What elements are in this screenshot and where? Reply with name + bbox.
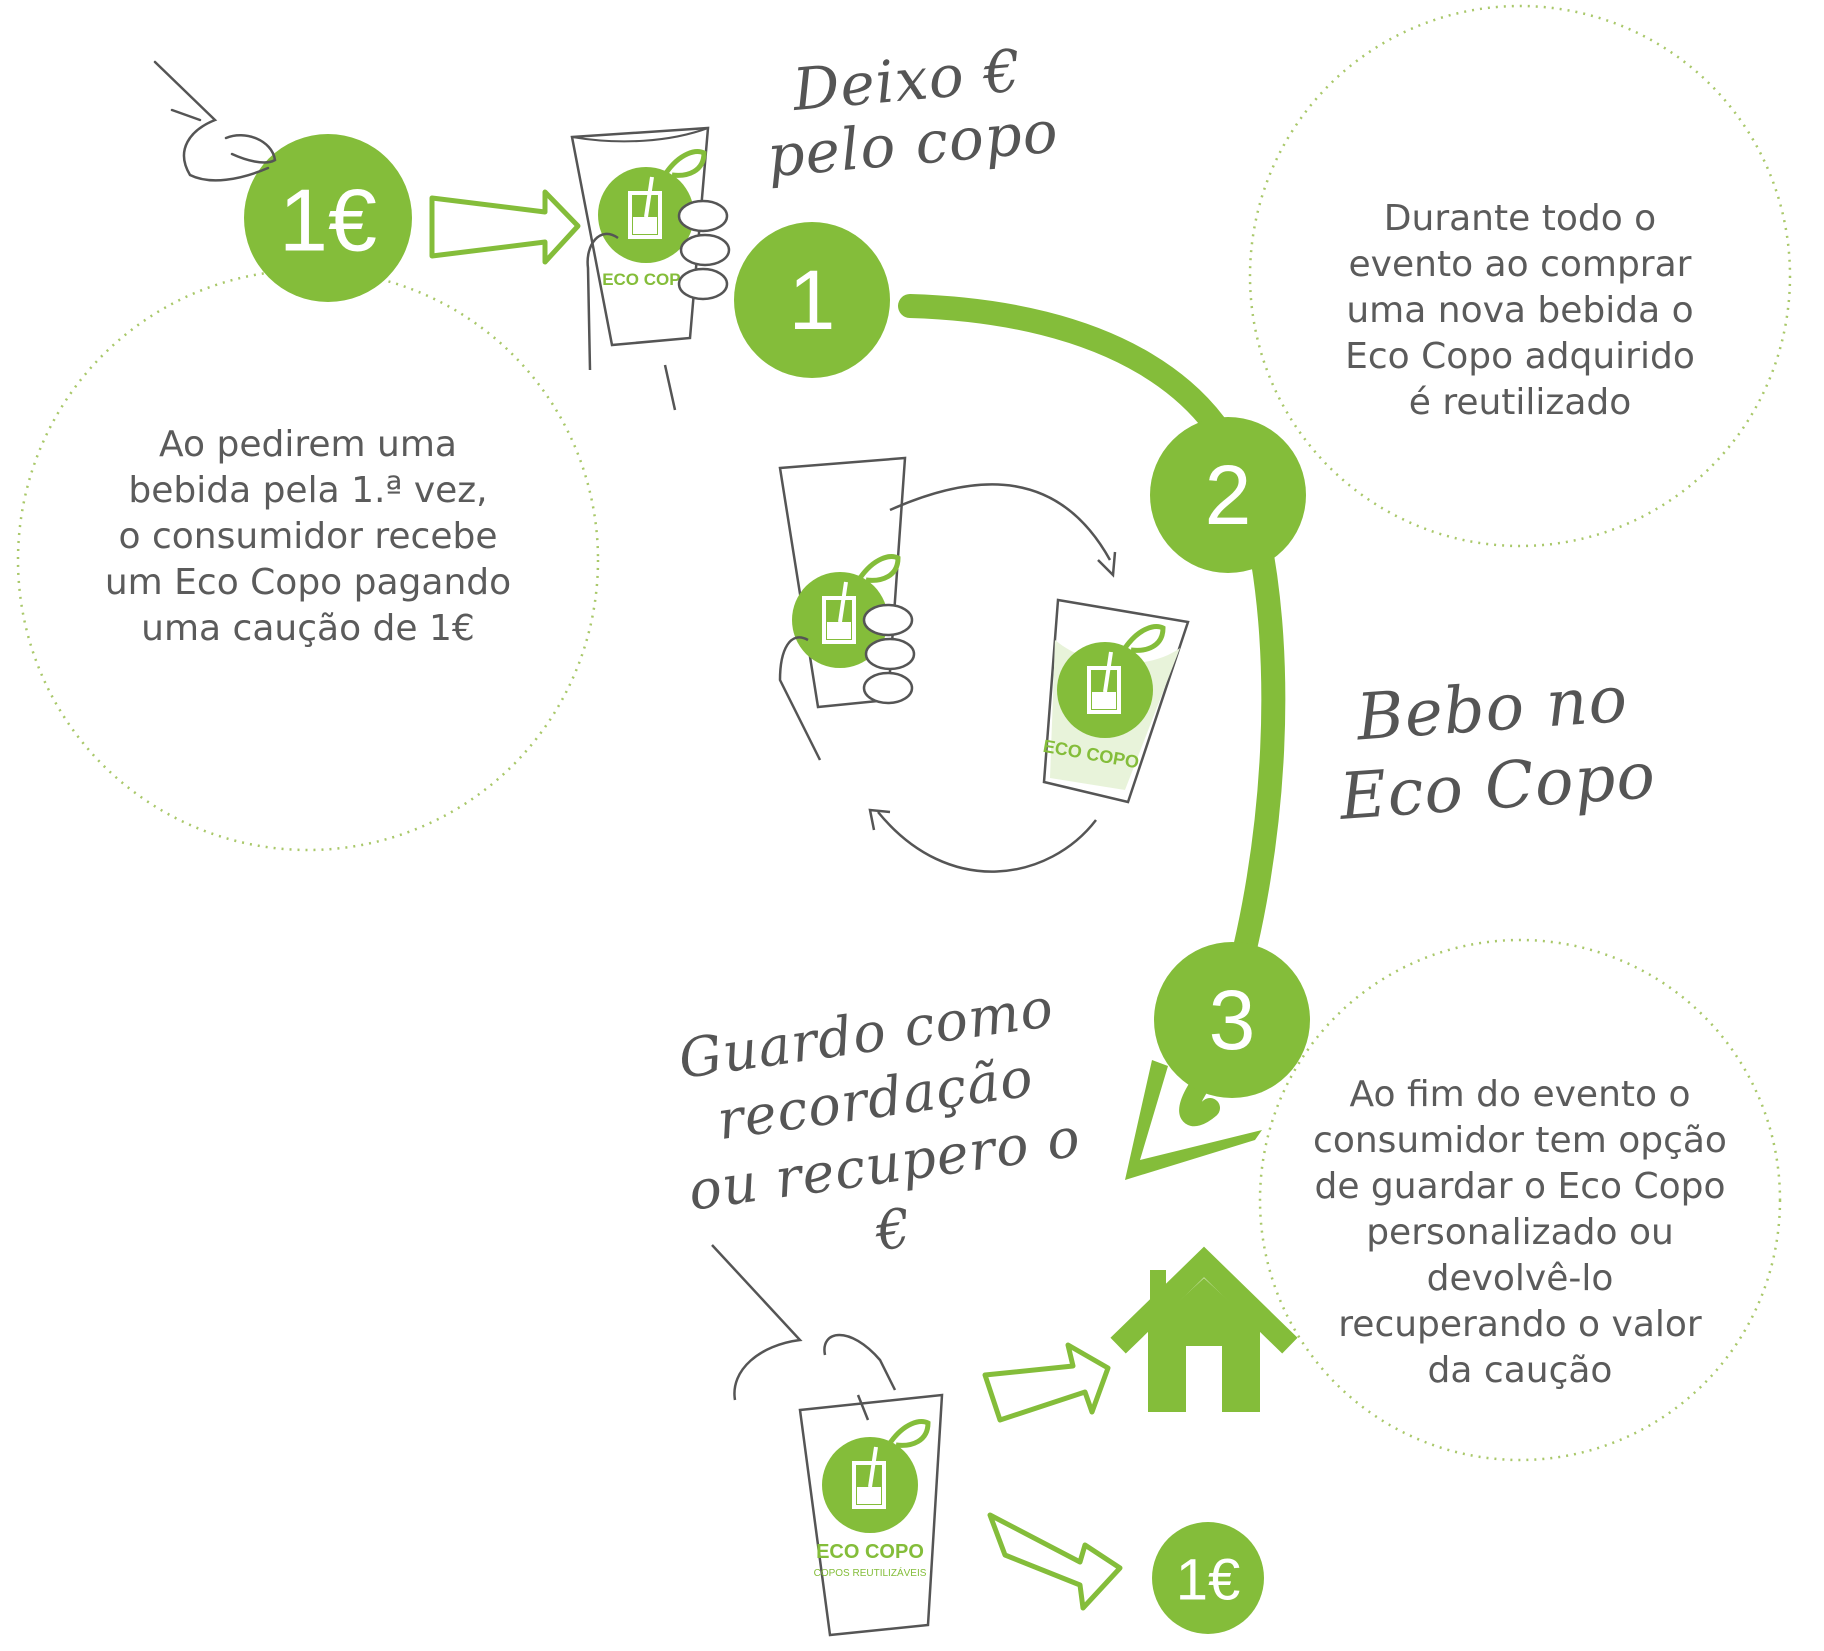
- step3-dotted-circle: [1258, 938, 1782, 1462]
- step3-line: personalizado ou: [1366, 1212, 1674, 1253]
- step1-dotted-circle: [16, 268, 600, 852]
- cycle-arrow-icon-bottom: [877, 811, 1097, 873]
- step1-line: bebida pela 1.ª vez,: [128, 470, 488, 511]
- step2-dotted-circle: [1248, 4, 1792, 548]
- bottom-cup-icon: ECO COPO COPOS REUTILIZÁVEIS: [711, 1244, 944, 1637]
- cup-subtitle-bottom: COPOS REUTILIZÁVEIS: [814, 1566, 927, 1579]
- step1-line: um Eco Copo pagando: [104, 562, 512, 603]
- handwritten-guardo: Guardo como recordação ou recupero o €: [664, 973, 1097, 1290]
- step3-number: 3: [1209, 973, 1256, 1067]
- cup-brand-bottom: ECO COPO: [816, 1541, 924, 1563]
- return-arrow-icon: [1125, 1060, 1262, 1180]
- handwritten-bebo: Bebo no Eco Copo: [1325, 659, 1665, 838]
- handwritten-deixo: Deixo € pelo copo: [755, 35, 1065, 190]
- step3-line: Ao fim do evento o: [1349, 1074, 1691, 1115]
- step3-line: consumidor tem opção: [1313, 1120, 1727, 1161]
- step1-line: uma caução de 1€: [141, 608, 475, 649]
- step2-line: Eco Copo adquirido: [1345, 336, 1695, 377]
- cup-icon: ECO COPO: [570, 126, 731, 411]
- hand-icon: [153, 60, 277, 182]
- cup-brand: ECO COPO: [602, 270, 694, 289]
- step3-line: devolvê-lo: [1426, 1258, 1614, 1299]
- arrow-to-house-icon: [982, 1342, 1111, 1423]
- step1-line: Ao pedirem uma: [159, 424, 457, 465]
- cycle-arrow-icon: [889, 483, 1112, 561]
- step1-number: 1: [789, 253, 836, 347]
- middle-cycle: ECO COPO: [778, 456, 1190, 873]
- step2-line: Durante todo o: [1383, 198, 1657, 239]
- step2-circle: [1150, 417, 1306, 573]
- step3-description: Ao fim do evento o consumidor tem opção …: [1275, 1072, 1765, 1394]
- step3-line: de guardar o Eco Copo: [1314, 1166, 1726, 1207]
- step2-description: Durante todo o evento ao comprar uma nov…: [1270, 196, 1770, 426]
- step1-description: Ao pedirem uma bebida pela 1.ª vez, o co…: [60, 422, 556, 652]
- top-coin: [244, 134, 412, 302]
- top-coin-label: 1€: [279, 171, 377, 270]
- step3-circle: [1154, 942, 1310, 1098]
- arrow-to-coin-icon: [987, 1512, 1123, 1611]
- house-icon: [1110, 1246, 1298, 1412]
- step3-line: da caução: [1427, 1350, 1613, 1391]
- step2-number: 2: [1205, 448, 1252, 542]
- step2-line: uma nova bebida o: [1346, 290, 1694, 331]
- bottom-coin: [1152, 1522, 1264, 1634]
- step1-circle: [734, 222, 890, 378]
- process-path-end: [1179, 1075, 1220, 1127]
- step3-line: recuperando o valor: [1338, 1304, 1702, 1345]
- arrow-icon: [429, 189, 581, 265]
- step1-line: o consumidor recebe: [118, 516, 498, 557]
- step2-line: evento ao comprar: [1348, 244, 1692, 285]
- step2-line: é reutilizado: [1408, 382, 1632, 423]
- bottom-coin-label: 1€: [1176, 1548, 1241, 1613]
